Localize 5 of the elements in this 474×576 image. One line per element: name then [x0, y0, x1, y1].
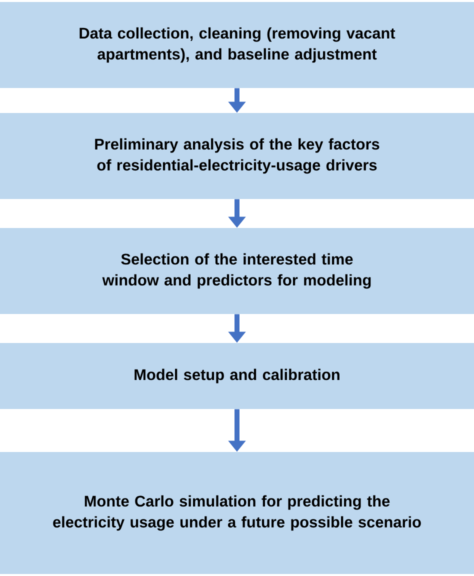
process-box: Model setup and calibration	[0, 343, 474, 409]
process-box: Data collection, cleaning (removing vacant apartments), and baseline adjustment	[0, 2, 474, 88]
process-box: Monte Carlo simulation for predicting the electricity usage under a future possible scenario	[0, 452, 474, 574]
process-box: Preliminary analysis of the key factors of residential-electricity-usage drivers	[0, 113, 474, 199]
process-box: Selection of the interested time window and predictors for modeling	[0, 228, 474, 314]
